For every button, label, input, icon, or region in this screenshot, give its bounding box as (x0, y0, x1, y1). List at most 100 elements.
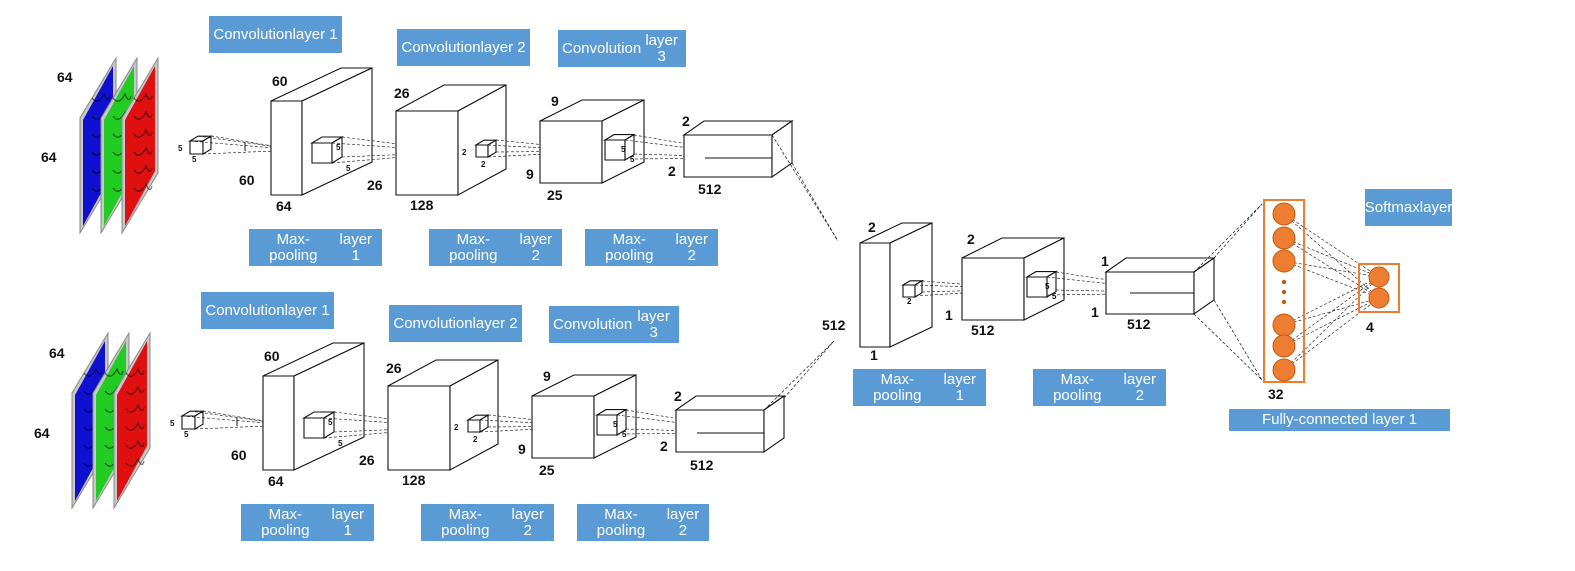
top-branch-conv1-volume-front-face (270, 100, 303, 196)
top-conv3-width: 9 (526, 166, 534, 182)
bottom-branch-kernel3-side-face (479, 414, 489, 433)
top-input-channel-green (104, 66, 134, 226)
top-input-texture-2-3 (133, 146, 153, 156)
bottom-kernel1-b: 5 (184, 430, 189, 439)
bottom-input-channel-blue (75, 341, 105, 501)
merge-proj-top-a (771, 134, 839, 242)
merge-proj-top-b (791, 162, 839, 242)
fc1-neuron-3 (1272, 313, 1296, 337)
fc-connection-5-0 (1283, 276, 1380, 371)
fc1-layer-frame (1263, 199, 1305, 383)
top-branch-conv2-volume-side-face (457, 84, 507, 196)
merge3-volume (1104, 256, 1216, 316)
top-conv1-width: 60 (239, 172, 255, 188)
bottom-conv4-height: 2 (674, 388, 682, 404)
output-layer-frame (1358, 263, 1400, 313)
top-branch-conv2-volume (395, 84, 507, 196)
top-input-texture-1-0 (112, 92, 132, 102)
bottom-branch-kernel1-side-face (194, 410, 204, 430)
fc-connection-1-0 (1283, 237, 1380, 278)
top-input-width: 64 (41, 149, 57, 165)
bottom-input-texture-2-5 (125, 457, 145, 467)
bottom-branch-conv2-volume-side-face (449, 359, 499, 471)
top-branch-kernel1-front-face (189, 140, 204, 155)
top-branch-kernel1 (188, 135, 213, 155)
bottom-conv1-width: 60 (231, 447, 247, 463)
output-unit-count: 4 (1366, 319, 1374, 335)
bottom-branch-conv1-volume-front-face (262, 375, 295, 471)
fc-connection-0-0 (1283, 213, 1380, 278)
bottom-input-texture-1-0 (104, 367, 124, 377)
merge-kernel5: 2 (907, 297, 912, 306)
merge-kernel6-a: 5 (1045, 282, 1050, 291)
merge1-height: 2 (868, 219, 876, 235)
top-branch-kernel3 (474, 139, 498, 158)
merge3-width: 1 (1091, 304, 1099, 320)
top-branch-kernel2 (310, 136, 344, 164)
top-kernel1-b: 5 (192, 155, 197, 164)
top-kernel4-a: 5 (621, 145, 626, 154)
top-conv4-width: 2 (668, 163, 676, 179)
bottom-kernel3-a: 2 (454, 423, 459, 432)
bottom-branch-kernel1-front-face (181, 415, 196, 430)
merge-kernel6-b: 5 (1052, 292, 1057, 301)
top-input-channel-blue (83, 66, 113, 226)
fc-connection-4-0 (1283, 276, 1380, 347)
fc1-ellipsis-dot-0 (1281, 279, 1287, 285)
bottom-branch-proj1-2 (189, 410, 291, 426)
bottom-kernel2-b: 5 (338, 439, 343, 448)
bottom-conv3-depth: 25 (539, 462, 555, 478)
merge2-volume (961, 237, 1065, 321)
fc1-unit-count: 32 (1268, 386, 1284, 402)
fc-connection-5-1 (1283, 297, 1380, 371)
fully-connected-layer-1-label: Fully-connected layer 1 (1229, 409, 1450, 431)
merge3-depth: 512 (1127, 316, 1151, 332)
bottom-conv2-height: 26 (386, 360, 402, 376)
bottom-conv3-width: 9 (518, 441, 526, 457)
output-neuron-0 (1368, 266, 1390, 288)
top-branch-proj1-2 (197, 135, 299, 151)
bottom-branch-conv4-volume (674, 394, 786, 454)
top-branch-proj4-1 (633, 134, 771, 159)
bottom-input-texture-0-0 (83, 367, 103, 377)
merge-proj-bottom-b (783, 340, 835, 399)
top-input-height: 64 (57, 69, 73, 85)
bottom-branch-conv4-volume-front-face (675, 409, 765, 453)
top-branch-conv3-volume-front-face (539, 120, 603, 184)
merge2-depth: 512 (971, 322, 995, 338)
top-branch-kernel3-side-face (487, 139, 497, 158)
merge-proj-bottom-a (763, 340, 835, 411)
fc-proj-b (1213, 203, 1263, 259)
fc-connection-4-1 (1283, 297, 1380, 347)
bottom-kernel2-a: 5 (328, 418, 333, 427)
top-input-texture-2-2 (133, 128, 153, 138)
merge1-depth: 1 (870, 347, 878, 363)
fc-connection-2-0 (1283, 260, 1380, 278)
bottom-branch-kernel3 (466, 414, 490, 433)
bottom-input-texture-2-4 (125, 439, 145, 449)
bottom-input-texture-2-0 (125, 367, 145, 377)
fc-connection-2-1 (1283, 260, 1380, 299)
output-neuron-1 (1368, 287, 1390, 309)
bottom-kernel4-b: 5 (622, 430, 627, 439)
top-branch-kernel4 (603, 133, 636, 161)
top-kernel3-b: 2 (481, 160, 486, 169)
merge1-width: 512 (822, 317, 846, 333)
fc-connection-0-1 (1283, 213, 1380, 299)
bottom-branch-kernel3-front-face (467, 419, 481, 433)
fc-proj-d (1213, 299, 1263, 381)
fc1-neuron-2 (1272, 249, 1296, 273)
fc1-neuron-1 (1272, 226, 1296, 250)
top-input-texture-0-0 (91, 92, 111, 102)
bottom-conv2-depth: 128 (402, 472, 426, 488)
fc1-ellipsis-dot-2 (1281, 299, 1287, 305)
